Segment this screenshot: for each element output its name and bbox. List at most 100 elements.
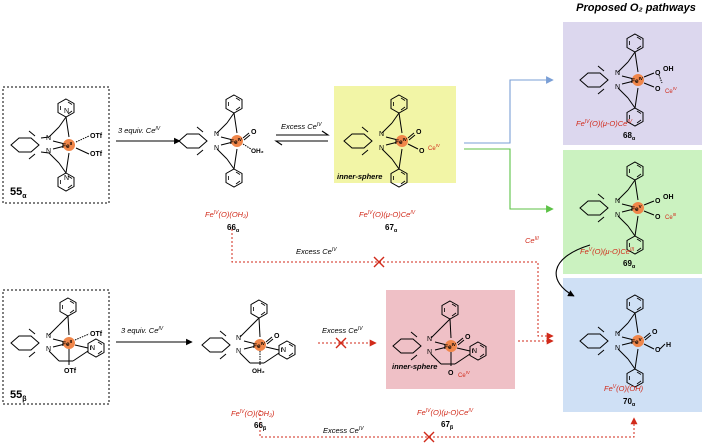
svg-text:H: H	[666, 342, 671, 349]
svg-text:N: N	[236, 335, 241, 342]
molecule-55b	[10, 297, 105, 365]
svg-text:O: O	[465, 334, 471, 341]
svg-text:OH₂: OH₂	[252, 368, 265, 375]
svg-text:FeIV: FeIV	[444, 342, 456, 351]
svg-text:N: N	[615, 84, 620, 91]
svg-text:N: N	[615, 331, 620, 338]
num-55b: 55β	[10, 389, 27, 403]
label-equiv-b: 3 equiv. CeIV	[121, 326, 164, 335]
num-68a: 68α	[623, 131, 636, 142]
svg-text:N: N	[427, 336, 432, 343]
molecule-67a	[343, 94, 419, 188]
svg-text:FeIV: FeIV	[253, 341, 265, 350]
svg-text:N: N	[236, 348, 241, 355]
svg-text:N: N	[90, 345, 95, 352]
svg-text:N: N	[472, 348, 477, 355]
svg-text:OTf: OTf	[90, 331, 103, 338]
molecule-66a	[178, 94, 252, 188]
svg-text:N: N	[64, 175, 69, 182]
svg-text:OH: OH	[663, 66, 674, 73]
svg-text:FeII: FeII	[62, 339, 72, 348]
label-ce-iii: CeIII	[525, 236, 539, 245]
svg-text:N: N	[615, 212, 620, 219]
arrow-to-69a	[464, 148, 554, 213]
inner-sphere-b: inner-sphere	[392, 362, 437, 371]
svg-text:CeIV: CeIV	[665, 86, 677, 95]
svg-text:O: O	[655, 347, 661, 354]
name-69a: FeV(O)(μ-O)CeIII	[580, 247, 635, 256]
title-proposed-pathways: Proposed O₂ pathways	[576, 2, 696, 14]
svg-text:N: N	[379, 145, 384, 152]
red-dotted-66b-path	[259, 410, 638, 438]
molecule-66b	[201, 299, 296, 365]
arrow-69a-to-70a	[555, 244, 591, 297]
num-70a: 70α	[623, 397, 636, 408]
svg-text:N: N	[615, 70, 620, 77]
molecule-55a	[10, 98, 90, 192]
svg-text:N: N	[214, 145, 219, 152]
molecule-69a	[579, 161, 655, 255]
svg-text:OTf: OTf	[90, 133, 103, 140]
box-70a	[563, 278, 702, 412]
red-dotted-66a-path	[231, 229, 554, 340]
svg-text:FeIV: FeIV	[395, 137, 407, 146]
svg-text:OTf: OTf	[90, 151, 103, 158]
svg-text:OH₂: OH₂	[251, 148, 264, 155]
name-67a: FeIV(O)(μ-O)CeIV	[359, 210, 416, 219]
svg-text:O: O	[416, 129, 422, 136]
name-70a: FeV(O)(OH)	[604, 384, 644, 393]
svg-text:N: N	[64, 108, 69, 115]
num-67a: 67α	[385, 223, 398, 234]
svg-text:FeII: FeII	[62, 141, 72, 150]
label-equiv-a: 3 equiv. CeIV	[118, 126, 161, 135]
svg-text:O: O	[655, 70, 661, 77]
svg-text:N: N	[46, 148, 51, 155]
blocked-x-marks	[335, 256, 435, 443]
svg-text:FeV: FeV	[631, 204, 642, 213]
svg-text:O: O	[274, 333, 280, 340]
label-excess-b: Excess CeIV	[322, 326, 363, 335]
svg-text:O: O	[251, 129, 257, 136]
box-55b	[2, 289, 110, 405]
svg-text:FeIV: FeIV	[230, 137, 242, 146]
molecule-67b	[392, 300, 487, 366]
svg-text:O: O	[655, 198, 661, 205]
label-excess-a: Excess CeIV	[281, 122, 322, 131]
box-55a	[2, 86, 110, 204]
name-66b: FeIV(O)(OH₂)	[231, 409, 275, 418]
name-67b: FeIV(O)(μ-O)CeIV	[417, 408, 474, 417]
svg-text:N: N	[615, 198, 620, 205]
name-68a: FeIV(O)(μ-O)CeIV	[576, 119, 633, 128]
inner-sphere-a: inner-sphere	[337, 172, 382, 181]
svg-text:N: N	[427, 349, 432, 356]
num-67b: 67β	[441, 420, 454, 431]
svg-text:N: N	[281, 347, 286, 354]
num-69a: 69α	[623, 259, 636, 270]
num-55a: 55α	[10, 186, 27, 200]
molecule-68a	[579, 33, 663, 127]
svg-text:O: O	[419, 148, 425, 155]
num-66b: 66β	[254, 421, 267, 432]
label-excess-dotted-a: Excess CeIV	[296, 247, 337, 256]
num-66a: 66α	[227, 223, 240, 234]
svg-text:FeIV: FeIV	[631, 76, 643, 85]
molecule-70a	[579, 294, 666, 388]
label-excess-dotted-b: Excess CeIV	[323, 426, 364, 435]
svg-text:OTf: OTf	[64, 368, 77, 375]
svg-text:N: N	[46, 135, 51, 142]
svg-text:O: O	[448, 370, 454, 377]
svg-text:CeIV: CeIV	[458, 370, 470, 379]
equilibrium-arrow	[274, 130, 330, 146]
arrow-to-68a	[464, 76, 554, 144]
svg-text:FeV: FeV	[631, 337, 642, 346]
svg-text:N: N	[46, 346, 51, 353]
name-66a: FeIV(O)(OH₂)	[205, 210, 249, 219]
svg-text:O: O	[652, 329, 658, 336]
box-69a	[563, 150, 702, 274]
svg-text:CeIV: CeIV	[428, 143, 440, 152]
svg-text:O: O	[655, 86, 661, 93]
svg-text:N: N	[379, 131, 384, 138]
svg-text:O: O	[655, 214, 661, 221]
